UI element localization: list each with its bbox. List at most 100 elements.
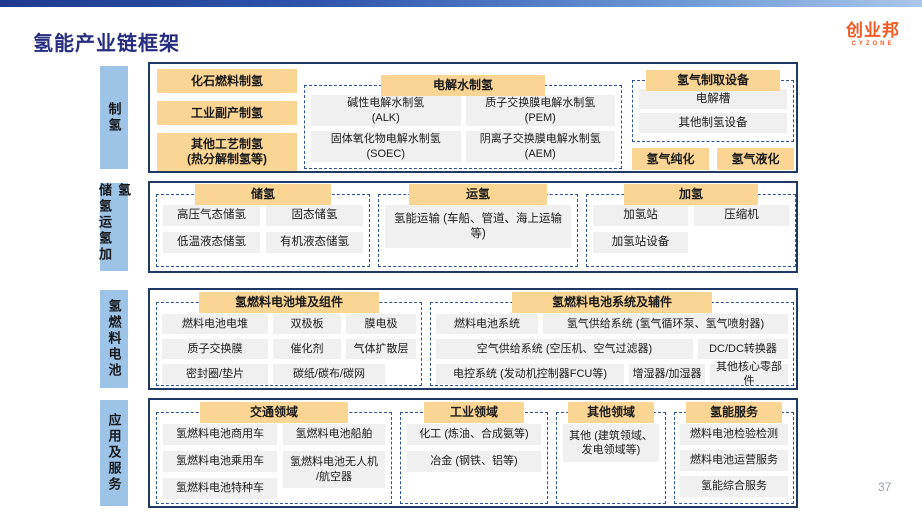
box-drone-aircraft: 氢燃料电池无人机 /航空器 (283, 451, 385, 488)
group-header-transport: 运氢 (408, 184, 548, 205)
section-fuelcell-frame: 氢燃料电池堆及组件 燃料电池电堆 双极板 膜电极 质子交换膜 催化剂 气体扩散层… (148, 288, 798, 390)
group-refueling: 加氢 加氢站 压缩机 加氢站设备 (586, 184, 796, 267)
group-hydrogen-services: 氢能服务 燃料电池检验检测 燃料电池运营服务 氢能综合服务 (674, 402, 794, 504)
group-transportation-field: 交通领域 氢燃料电池商用车 氢燃料电池乘用车 氢燃料电池特种车 氢燃料电池船舶 … (156, 402, 392, 505)
box-membrane-electrode: 膜电极 (346, 314, 416, 334)
box-hydrogen-purification: 氢气纯化 (632, 148, 709, 170)
box-fossil-fuel-hydrogen: 化石燃料制氢 (157, 69, 297, 93)
section-production-frame: 化石燃料制氢 工业副产制氢 其他工艺制氢 (热分解制氢等) 电解水制氢 碱性电解… (148, 62, 798, 173)
equipment-stack: 电解槽 其他制氢设备 (633, 81, 793, 138)
box-fuel-cell-system: 燃料电池系统 (436, 314, 538, 334)
group-storage: 储氢 高压气态储氢 固态储氢 低温液态储氢 有机液态储氢 (156, 184, 370, 267)
group-header-other-field: 其他领域 (567, 402, 655, 423)
box-other-process-hydrogen: 其他工艺制氢 (热分解制氢等) (157, 133, 297, 171)
box-other-equipment: 其他制氢设备 (639, 113, 787, 133)
transportation-col-right: 氢燃料电池船舶 氢燃料电池无人机 /航空器 (283, 424, 385, 499)
services-list: 燃料电池检验检测 燃料电池运营服务 氢能综合服务 (675, 413, 793, 502)
sidebar-label-application: 应用及服务 (100, 400, 128, 506)
group-header-industrial-field: 工业领域 (423, 402, 525, 423)
box-organic-liquid: 有机液态储氢 (266, 232, 363, 253)
box-industrial-byproduct-hydrogen: 工业副产制氢 (157, 101, 297, 125)
box-passenger-vehicle: 氢燃料电池乘用车 (163, 451, 277, 472)
group-fuelcell-system: 氢燃料电池系统及辅件 燃料电池系统 氢气供给系统 (氢气循环泵、氢气喷射器) 空… (430, 292, 794, 387)
box-chemical: 化工 (炼油、合成氨等) (407, 424, 541, 445)
box-proton-exchange-membrane: 质子交换膜 (162, 339, 268, 359)
box-humidifier: 增湿器/加湿器 (629, 364, 705, 384)
section-storage-frame: 储氢 高压气态储氢 固态储氢 低温液态储氢 有机液态储氢 运氢 氢能运输 (车船… (148, 181, 798, 273)
logo-subtext: CYZONE (851, 41, 895, 47)
cyzone-logo: 创业邦 CYZONE (837, 21, 909, 48)
box-solid-state: 固态储氢 (266, 205, 363, 226)
group-header-electrolysis: 电解水制氢 (380, 75, 546, 96)
box-station-equipment: 加氢站设备 (593, 232, 688, 253)
box-cell-stack: 燃料电池电堆 (162, 314, 268, 334)
system-row: 电控系统 (发动机控制器FCU等) 增湿器/加湿器 其他核心零部件 (436, 361, 788, 387)
box-hydrogen-transportation: 氢能运输 (车船、管道、海上运输等) (385, 205, 571, 248)
transportation-col-left: 氢燃料电池商用车 氢燃料电池乘用车 氢燃料电池特种车 (163, 424, 277, 499)
box-alk: 碱性电解水制氢 (ALK) (311, 95, 461, 126)
industrial-list: 化工 (炼油、合成氨等) 冶金 (钢铁、铝等) (401, 413, 547, 478)
group-electrolysis: 电解水制氢 碱性电解水制氢 (ALK) 质子交换膜电解水制氢 (PEM) 固体氧… (304, 75, 622, 169)
logo-text: 创业邦 (846, 21, 900, 40)
box-comprehensive-service: 氢能综合服务 (680, 476, 788, 497)
top-gradient-bar (0, 0, 922, 7)
box-seal-gasket: 密封圈/垫片 (162, 364, 268, 384)
system-row: 空气供给系统 (空压机、空气过滤器) DC/DC转换器 (436, 339, 788, 359)
group-header-equipment: 氢气制取设备 (645, 70, 781, 91)
box-air-supply-system: 空气供给系统 (空压机、空气过滤器) (436, 339, 693, 359)
stack-rows: 燃料电池电堆 双极板 膜电极 质子交换膜 催化剂 气体扩散层 密封圈/垫片 碳纸… (157, 303, 421, 389)
box-hydrogen-liquefaction: 氢气液化 (717, 148, 794, 170)
box-gas-diffusion-layer: 气体扩散层 (346, 339, 416, 359)
box-other-building-power: 其他 (建筑领域、 发电领域等) (563, 424, 659, 462)
group-header-storage: 储氢 (194, 184, 332, 205)
group-header-transportation-field: 交通领域 (199, 402, 349, 423)
box-cryogenic-liquid: 低温液态储氢 (163, 232, 260, 253)
box-operation-service: 燃料电池运营服务 (680, 450, 788, 471)
section-application-frame: 交通领域 氢燃料电池商用车 氢燃料电池乘用车 氢燃料电池特种车 氢燃料电池船舶 … (148, 398, 798, 508)
box-special-vehicle: 氢燃料电池特种车 (163, 478, 277, 499)
stack-row: 质子交换膜 催化剂 气体扩散层 (162, 339, 416, 359)
production-source-column: 化石燃料制氢 工业副产制氢 其他工艺制氢 (热分解制氢等) (157, 69, 297, 171)
group-header-stack: 氢燃料电池堆及组件 (198, 292, 380, 313)
box-catalyst: 催化剂 (273, 339, 341, 359)
transport-inner: 氢能运输 (车船、管道、海上运输等) (379, 195, 577, 254)
system-row: 燃料电池系统 氢气供给系统 (氢气循环泵、氢气喷射器) (436, 314, 788, 334)
box-bipolar-plate: 双极板 (273, 314, 341, 334)
stack-row: 密封圈/垫片 碳纸/碳布/碳网 (162, 364, 416, 384)
page-number: 37 (878, 480, 892, 494)
group-hydrogen-equipment: 氢气制取设备 电解槽 其他制氢设备 (632, 70, 794, 142)
stack-row: 燃料电池电堆 双极板 膜电极 (162, 314, 416, 334)
transportation-columns: 氢燃料电池商用车 氢燃料电池乘用车 氢燃料电池特种车 氢燃料电池船舶 氢燃料电池… (157, 413, 391, 505)
box-refueling-station: 加氢站 (593, 205, 688, 226)
box-inspection-testing: 燃料电池检验检测 (680, 424, 788, 445)
storage-grid: 高压气态储氢 固态储氢 低温液态储氢 有机液态储氢 (157, 195, 369, 259)
sidebar-label-storage-transport: 储氢运氢加氢 (97, 183, 131, 271)
electrolysis-grid: 碱性电解水制氢 (ALK) 质子交换膜电解水制氢 (PEM) 固体氧化物电解水制… (305, 86, 621, 168)
box-electrolyzer: 电解槽 (639, 89, 787, 109)
box-aem: 阴离子交换膜电解水制氢 (AEM) (465, 131, 615, 162)
sidebar-label-production: 制氢 (100, 66, 128, 169)
group-industrial-field: 工业领域 化工 (炼油、合成氨等) 冶金 (钢铁、铝等) (400, 402, 548, 504)
box-electronic-control-system: 电控系统 (发动机控制器FCU等) (436, 364, 624, 384)
sidebar-label-fuel-cell: 氢燃料电池 (100, 290, 128, 388)
group-header-hydrogen-services: 氢能服务 (685, 402, 783, 423)
group-header-system: 氢燃料电池系统及辅件 (511, 292, 713, 313)
box-compressor: 压缩机 (694, 205, 789, 226)
other-field-list: 其他 (建筑领域、 发电领域等) (557, 413, 665, 468)
page-title: 氢能产业链框架 (33, 33, 180, 55)
box-ship: 氢燃料电池船舶 (283, 424, 385, 445)
box-metallurgy: 冶金 (钢铁、铝等) (407, 451, 541, 472)
box-high-pressure-gas: 高压气态储氢 (163, 205, 260, 226)
refueling-grid: 加氢站 压缩机 加氢站设备 (587, 195, 795, 259)
box-commercial-vehicle: 氢燃料电池商用车 (163, 424, 277, 445)
box-other-core-components: 其他核心零部件 (710, 361, 788, 387)
box-soec: 固体氧化物电解水制氢 (SOEC) (311, 131, 461, 162)
group-other-field: 其他领域 其他 (建筑领域、 发电领域等) (556, 402, 666, 504)
group-header-refueling: 加氢 (623, 184, 759, 205)
box-carbon-paper: 碳纸/碳布/碳网 (273, 364, 385, 384)
group-fuelcell-stack: 氢燃料电池堆及组件 燃料电池电堆 双极板 膜电极 质子交换膜 催化剂 气体扩散层… (156, 292, 422, 389)
box-dcdc-converter: DC/DC转换器 (698, 339, 788, 359)
group-transport: 运氢 氢能运输 (车船、管道、海上运输等) (378, 184, 578, 267)
box-hydrogen-supply-system: 氢气供给系统 (氢气循环泵、氢气喷射器) (543, 314, 788, 334)
